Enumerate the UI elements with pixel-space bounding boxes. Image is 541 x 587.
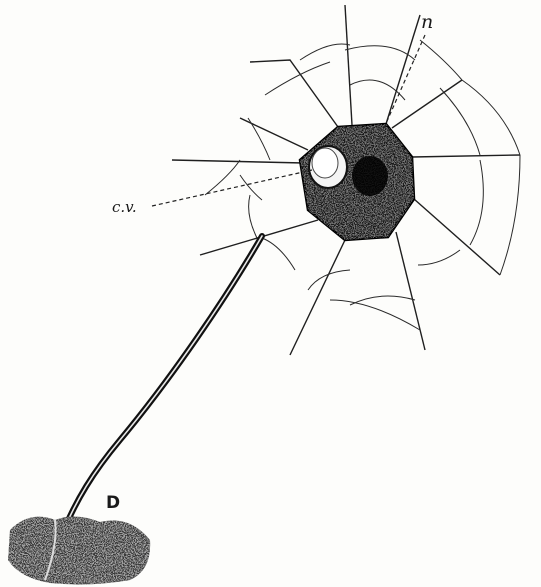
thread xyxy=(250,60,338,127)
thread xyxy=(290,240,345,355)
arc xyxy=(420,40,462,80)
arc xyxy=(418,250,460,265)
leader-line-cv xyxy=(152,170,312,206)
arc xyxy=(462,80,520,155)
thread xyxy=(345,5,352,125)
thread xyxy=(412,155,520,157)
thread xyxy=(386,15,420,124)
arc xyxy=(240,175,262,200)
contractile-vacuole xyxy=(309,146,347,188)
nucleus xyxy=(352,156,388,196)
base-mass xyxy=(8,516,150,584)
stalk xyxy=(60,236,262,540)
arc xyxy=(330,300,420,330)
arc xyxy=(249,195,258,240)
arc xyxy=(265,62,330,95)
thread xyxy=(414,199,500,275)
arc xyxy=(345,46,415,60)
label-contractile-vacuole: c.v. xyxy=(112,198,137,216)
arc xyxy=(262,238,295,270)
arc xyxy=(300,44,350,60)
arc xyxy=(470,160,483,245)
arc xyxy=(248,118,270,160)
leader-line-n xyxy=(384,35,425,128)
label-nucleus: n xyxy=(421,11,433,33)
thread xyxy=(396,232,425,350)
arc xyxy=(440,88,480,155)
label-base: D xyxy=(106,493,120,513)
arc xyxy=(500,155,520,275)
thread xyxy=(240,118,308,150)
